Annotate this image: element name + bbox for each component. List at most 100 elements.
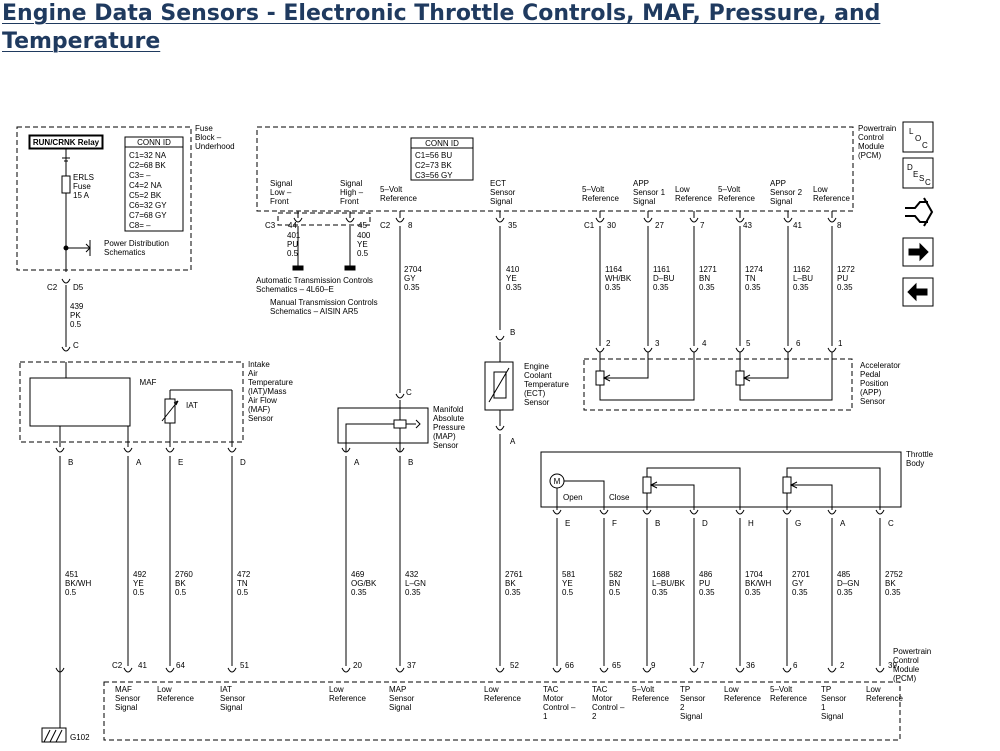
pcm-bottom-signal: Low	[866, 685, 881, 694]
pcm-pin-label: 43	[743, 221, 752, 230]
throttle-body-label: Throttle	[906, 450, 934, 459]
map-pin-label: A	[354, 458, 360, 467]
map-sensor-label: Pressure	[433, 423, 466, 432]
pcm-bottom-signal: Low	[724, 685, 739, 694]
pcm-bottom-signal: Signal	[821, 712, 843, 721]
app-wire-label: 1271	[699, 265, 717, 274]
pcm-bottom-signal: Signal	[220, 703, 242, 712]
bottom-wire-label: 0.35	[699, 588, 715, 597]
bottom-wire-label: 0.35	[505, 588, 521, 597]
app-pin	[735, 347, 745, 353]
app-pin-label: 5	[746, 339, 751, 348]
ect-sensor-label: Temperature	[524, 380, 569, 389]
map-pin-label: B	[408, 458, 413, 467]
maf-sensor-label: Sensor	[248, 414, 274, 423]
power-dist-label: Schematics	[104, 248, 145, 257]
pcm-signal-label: Reference	[718, 194, 755, 203]
tb-wire-f	[564, 480, 605, 510]
pcm-bottom-signal: 2	[592, 712, 597, 721]
map-sensor-box	[337, 407, 429, 444]
tp-pot-1	[642, 476, 652, 494]
pcm-bottom-pin-cup	[227, 667, 237, 673]
ect-sensor-label: (ECT)	[524, 389, 546, 398]
pcm-pin	[293, 217, 303, 223]
map-element	[393, 419, 407, 429]
pcm-conn-entry: C3=56 GY	[415, 171, 453, 180]
pcm-bottom-label: Powertrain	[893, 647, 931, 656]
maf-pin	[227, 447, 237, 453]
app-wiper-2	[744, 352, 789, 379]
app-pin	[643, 347, 653, 353]
fuse-conn-entry: C2=68 BK	[129, 161, 166, 170]
ect-arrow	[488, 367, 510, 403]
bottom-wire-label: 492	[133, 570, 147, 579]
terminal-bar	[344, 265, 356, 271]
pcm-pin	[783, 217, 793, 223]
ect-pin-a: A	[510, 437, 516, 446]
pcm-signal-label: High –	[340, 188, 364, 197]
pcm-top-label: Module	[858, 142, 885, 151]
wire-2704-label: GY	[404, 274, 416, 283]
tb-pin	[642, 509, 652, 515]
wire-400-label: 400	[357, 231, 371, 240]
ect-sensor-label: Sensor	[524, 398, 550, 407]
pcm-signal-label: 5–Volt	[582, 185, 605, 194]
erls-fuse-label: ERLS	[73, 173, 94, 182]
maf-pin	[123, 447, 133, 453]
desc-icon	[902, 157, 934, 189]
tb-pin-label: E	[565, 519, 570, 528]
pcm-bottom-signal: Sensor	[220, 694, 246, 703]
app-wire-label: 0.35	[699, 283, 715, 292]
pcm-bottom-signal: 1	[821, 703, 826, 712]
wiring-icon	[905, 197, 934, 227]
bottom-wire-label: 0.35	[885, 588, 901, 597]
pcm-signal-label: Low	[675, 185, 690, 194]
pcm-bottom-label: (PCM)	[893, 674, 916, 683]
app-pin-label: 3	[655, 339, 660, 348]
app-wire-label: 0.35	[837, 283, 853, 292]
app-wire-label: 1272	[837, 265, 855, 274]
tb-pin-label: F	[612, 519, 617, 528]
bottom-wire-label: 0.5	[609, 588, 621, 597]
maf-sensor-label: Temperature	[248, 378, 293, 387]
tb-pin	[875, 509, 885, 515]
close-label: Close	[609, 493, 630, 502]
maf-sensor-label: Intake	[248, 360, 270, 369]
shield-box	[277, 212, 371, 226]
app-arrow-2	[742, 374, 751, 382]
pcm-signal-label: APP	[770, 179, 786, 188]
pcm-bottom-pin: 7	[700, 661, 705, 670]
maf-sensor-box	[19, 361, 244, 443]
pcm-bottom-signal: 1	[543, 712, 548, 721]
pcm-signal-label: Low –	[270, 188, 292, 197]
app-wire-label: L–BU	[793, 274, 813, 283]
bottom-wire-label: BK	[885, 579, 896, 588]
wire-439-label: 439	[70, 302, 84, 311]
map-sensor-label: Sensor	[433, 441, 459, 450]
app-wire-label: 1162	[793, 265, 811, 274]
map-wire-a	[345, 423, 394, 452]
wire-401-label: PU	[287, 240, 298, 249]
tb-pin	[827, 509, 837, 515]
erls-fuse	[61, 175, 71, 194]
bottom-wire-label: 0.5	[65, 588, 77, 597]
pcm-top-label: (PCM)	[858, 151, 881, 160]
ect-pin	[495, 335, 505, 341]
pcm-bottom-pin-cup	[495, 667, 505, 673]
bottom-wire-label: 472	[237, 570, 251, 579]
map-sensor-label: Manifold	[433, 405, 463, 414]
pcm-bottom-signal: MAF	[115, 685, 132, 694]
app-sensor-label: (APP)	[860, 388, 882, 397]
pcm-bottom-signal: Sensor	[115, 694, 141, 703]
power-dist-label: Power Distribution	[104, 239, 169, 248]
fuse-conn-entry: C7=68 GY	[129, 211, 167, 220]
bottom-wire-label: BK	[175, 579, 186, 588]
bottom-wire-label: 0.35	[351, 588, 367, 597]
pcm-signal-label: 5–Volt	[718, 185, 741, 194]
pcm-signal-label: Signal	[270, 179, 292, 188]
pcm-bottom-signal: TP	[680, 685, 690, 694]
next-arrow-shape	[908, 242, 929, 262]
bottom-wire-label: 0.5	[562, 588, 574, 597]
map-arrow	[406, 419, 421, 429]
pcm-pin	[395, 217, 405, 223]
